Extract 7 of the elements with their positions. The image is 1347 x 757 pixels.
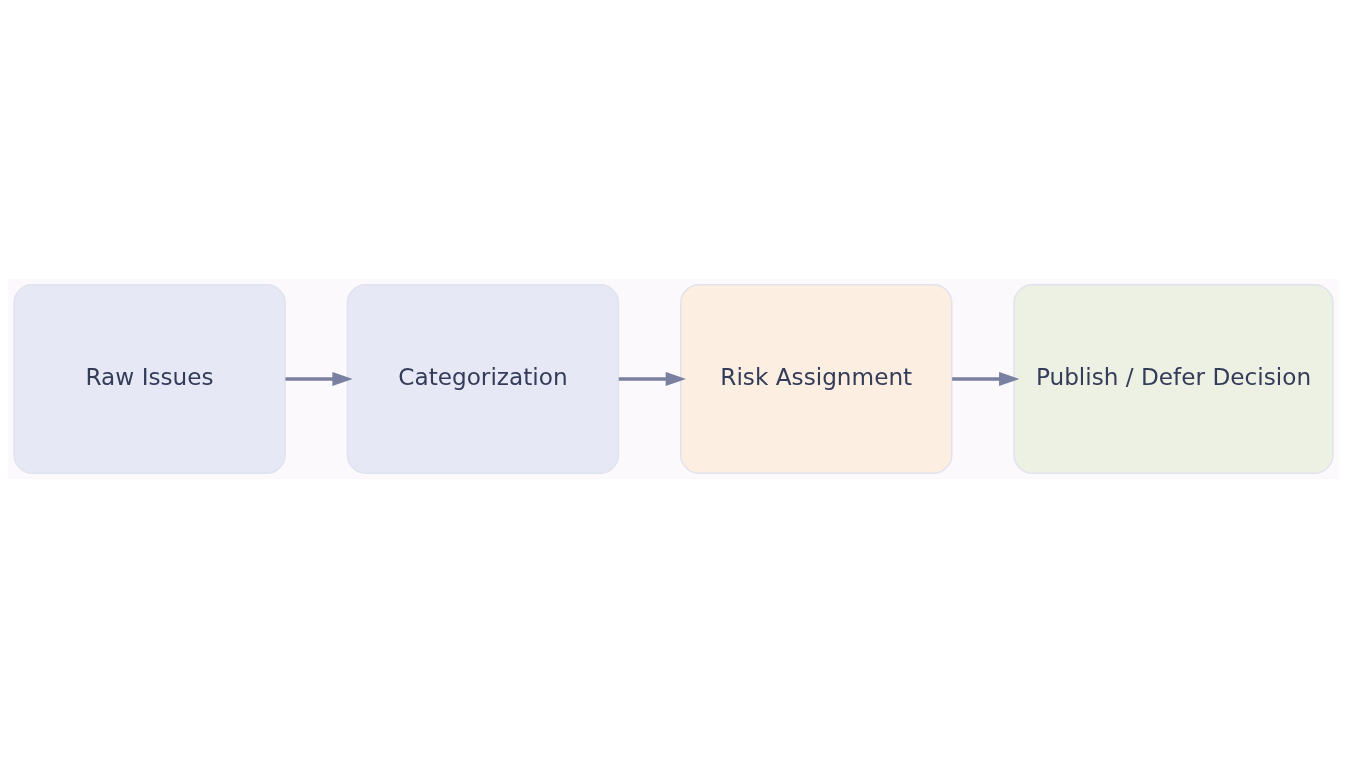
node-box: Risk Assignment xyxy=(680,283,953,474)
node-box: Publish / Defer Decision xyxy=(1013,283,1334,474)
node-box: Raw Issues xyxy=(13,283,286,474)
arrow xyxy=(285,371,353,386)
node-box: Categorization xyxy=(346,283,620,474)
arrow xyxy=(618,371,686,386)
arrow xyxy=(952,371,1020,386)
